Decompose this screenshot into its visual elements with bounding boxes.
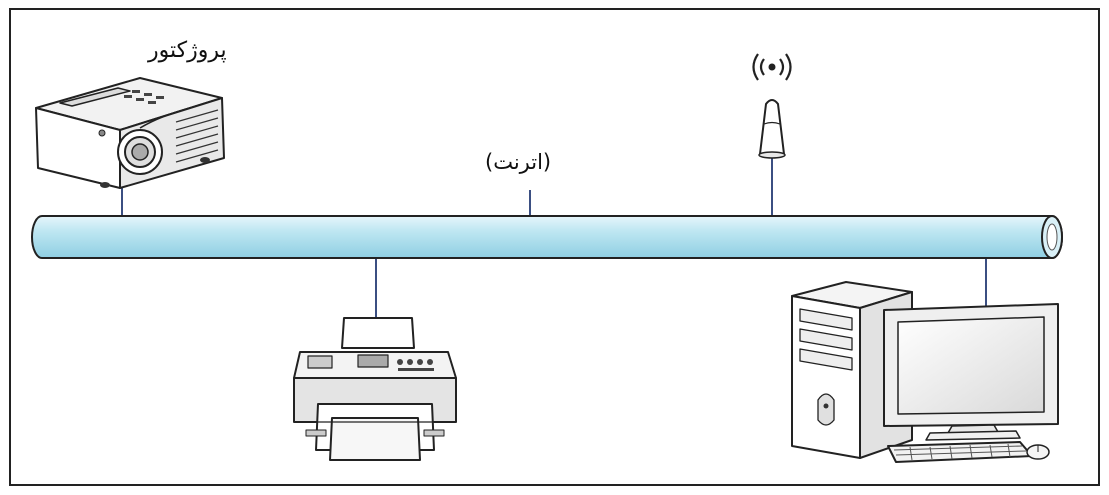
connector-lines (121, 158, 987, 318)
wireless-antenna-icon (752, 53, 792, 159)
network-label: (اترنت) (485, 150, 552, 174)
projector-label: پروژکتور (148, 38, 227, 63)
projector-icon (35, 77, 225, 189)
computer-keyboard (887, 441, 1033, 463)
desktop-computer-icon (791, 281, 1059, 463)
printer-icon (293, 317, 457, 461)
ethernet-pipe (31, 215, 1063, 259)
